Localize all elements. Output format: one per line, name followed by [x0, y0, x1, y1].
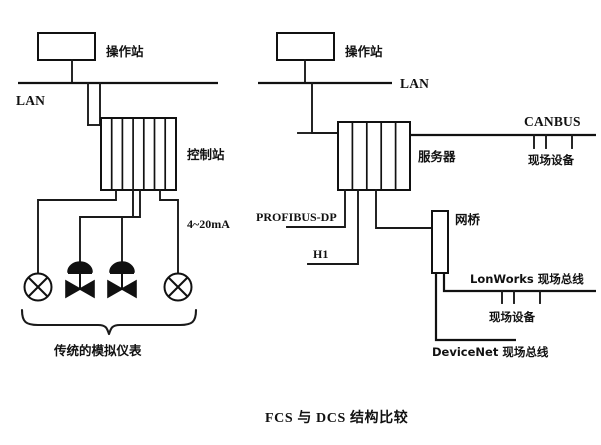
transmitter-x-stroke	[167, 276, 189, 298]
dcs-control-station-label: 控制站	[187, 147, 225, 162]
fcs-bridge-box[interactable]	[431, 210, 449, 274]
fcs-lonworks-label: LonWorks 现场总线	[470, 272, 584, 286]
dcs-field-device-transmitter-1[interactable]	[23, 272, 53, 302]
fcs-canbus-label: CANBUS	[524, 114, 581, 129]
dcs-brace-caption: 传统的模拟仪表	[53, 343, 142, 358]
fcs-server-label: 服务器	[418, 149, 456, 164]
fcs-lonworks-device-label: 现场设备	[489, 310, 535, 324]
fcs-diagram-group: 操作站 LAN 服务器 CANBUS 现场设备 PROFIBUS-DP	[256, 32, 596, 359]
fcs-server-slots	[351, 122, 397, 190]
figure-caption: FCS 与 DCS 结构比较	[265, 409, 408, 426]
fcs-server-rack[interactable]	[337, 121, 411, 191]
fcs-lan-to-server-link	[311, 82, 339, 134]
dcs-field-device-valve-2[interactable]	[65, 261, 95, 299]
fcs-devicenet-line	[434, 273, 516, 342]
valve-body-right	[120, 279, 137, 299]
dcs-loop-wire-3	[121, 189, 141, 275]
valve-body-left	[65, 279, 82, 299]
dcs-loop-wire-4	[159, 189, 179, 275]
dcs-control-station-slots	[110, 118, 167, 190]
fcs-h1-label: H1	[313, 247, 328, 261]
dcs-field-devices-brace	[20, 308, 198, 336]
dcs-field-device-transmitter-4[interactable]	[163, 272, 193, 302]
dcs-lan-label: LAN	[16, 93, 45, 108]
dcs-operator-station-box[interactable]	[37, 32, 96, 61]
fcs-lonworks-line	[442, 273, 596, 293]
dcs-signal-range-label: 4~20mA	[187, 217, 230, 231]
dcs-operator-station-label: 操作站	[106, 44, 144, 59]
fcs-profibus-dp-line	[286, 189, 346, 228]
valve-body-left	[107, 279, 124, 299]
fcs-devicenet-label: DeviceNet 现场总线	[432, 345, 549, 359]
fcs-canbus-device-label: 现场设备	[528, 153, 574, 167]
transmitter-x-stroke	[27, 276, 49, 298]
dcs-loop-wire-2	[79, 189, 134, 275]
fcs-server-to-bridge-link	[375, 189, 433, 229]
valve-actuator-dome	[67, 261, 93, 273]
fcs-lonworks-device-taps	[501, 290, 541, 304]
fcs-lan-label: LAN	[400, 76, 429, 91]
dcs-field-device-valve-3[interactable]	[107, 261, 137, 299]
fcs-h1-line	[307, 189, 359, 265]
dcs-diagram-group: LAN 控制站 4~20mA	[16, 32, 230, 358]
fcs-canbus-device-taps	[533, 134, 573, 149]
fcs-profibus-dp-label: PROFIBUS-DP	[256, 210, 337, 224]
dcs-control-station-rack[interactable]	[100, 117, 177, 191]
dcs-loop-wire-1	[37, 189, 117, 275]
valve-actuator-dome	[109, 261, 135, 273]
fcs-operator-station-box[interactable]	[276, 32, 335, 61]
valve-body-right	[78, 279, 95, 299]
fcs-operator-station-label: 操作站	[345, 44, 383, 59]
fcs-bridge-label: 网桥	[455, 212, 481, 227]
